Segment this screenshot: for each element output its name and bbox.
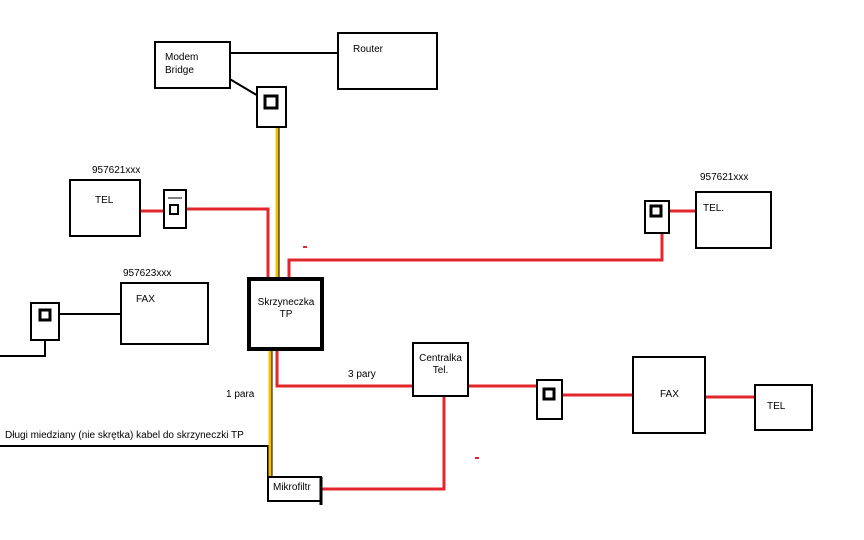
modem-label-line1: Modem	[165, 52, 199, 63]
fax-right-box	[632, 356, 706, 434]
tel-right-number: 957621xxx	[700, 172, 749, 183]
wire-box-right-socket	[287, 231, 664, 280]
modem-label-line2: Bridge	[165, 65, 194, 76]
socket-modem	[256, 86, 287, 128]
sockets	[30, 86, 670, 420]
tel-left-box	[69, 179, 141, 237]
wires	[0, 52, 757, 491]
centralka-label-line1: Centralka	[419, 353, 462, 364]
three-pairs-label: 3 pary	[348, 369, 376, 380]
router-label: Router	[353, 44, 384, 55]
one-pair-label: 1 para	[226, 389, 255, 400]
tel-right-label: TEL.	[703, 203, 725, 214]
mikrofiltr-label: Mikrofiltr	[273, 482, 311, 493]
fax-left-box	[120, 282, 209, 345]
socket-fax-right	[536, 379, 563, 420]
wire-box-centralka	[275, 348, 414, 388]
tel-far-right-box	[754, 384, 813, 431]
fax-left-number: 957623xxx	[123, 268, 172, 279]
skrzynka-label-line1: Skrzyneczka	[257, 297, 315, 308]
wire-left-socket-exit	[0, 339, 46, 357]
socket-tel-left	[163, 189, 187, 229]
boxes	[69, 32, 813, 505]
skrzynka-box	[247, 277, 324, 351]
fax-left-label: FAX	[136, 294, 155, 305]
long-cable-label: Długi miedziany (nie skrętka) kabel do s…	[5, 430, 244, 441]
fax-right-label: FAX	[660, 389, 679, 400]
router-box	[337, 32, 438, 90]
socket-tel-right	[644, 200, 670, 234]
stray-mark	[303, 246, 307, 248]
wire-long-cable	[0, 445, 269, 478]
tel-left-number: 957621xxx	[92, 165, 141, 176]
tel-left-label: TEL	[95, 195, 114, 206]
modem-box	[154, 41, 231, 89]
centralka-box	[412, 342, 469, 397]
tel-right-box	[695, 191, 772, 249]
centralka-label-line2: Tel.	[432, 365, 449, 376]
wire-centralka-filter	[320, 394, 446, 491]
stray-mark	[475, 457, 479, 459]
wire-socket-box-left	[184, 207, 270, 280]
tel-far-right-label: TEL	[767, 401, 786, 412]
socket-fax-left	[30, 302, 60, 341]
skrzynka-label-line2: TP	[279, 309, 293, 320]
